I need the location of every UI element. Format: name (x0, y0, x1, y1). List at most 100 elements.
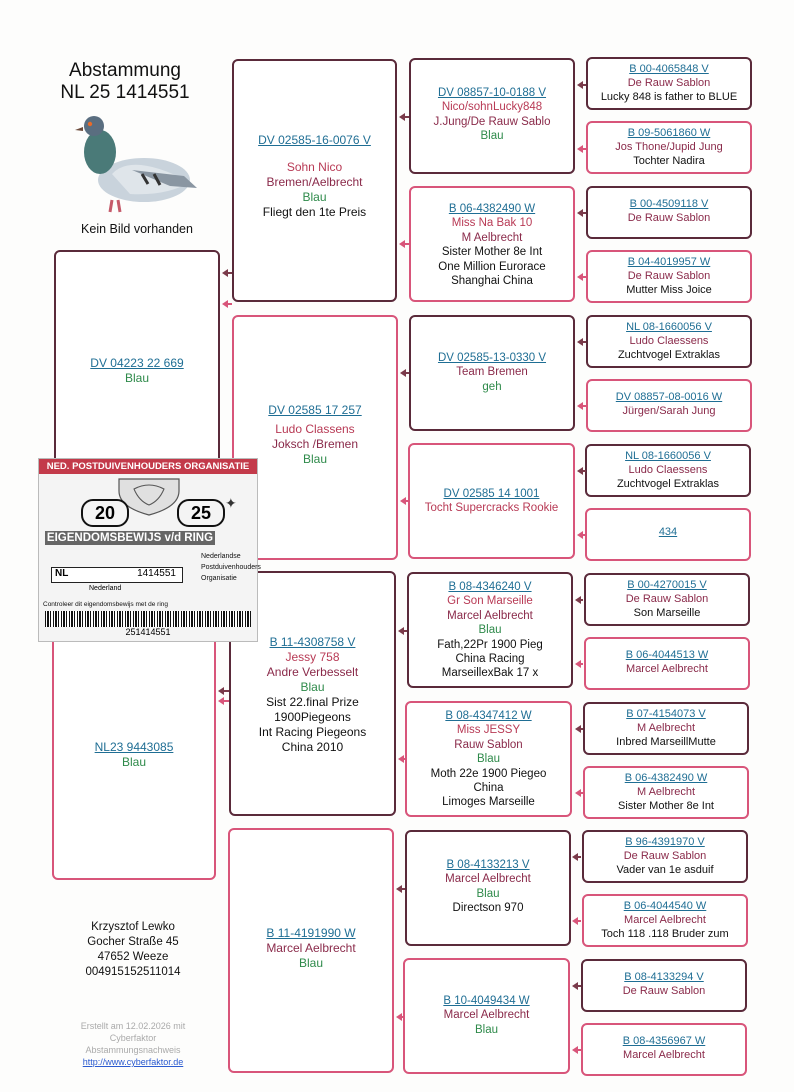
gen4-ring[interactable]: B 00-4065848 V (629, 63, 709, 75)
gen4-ring[interactable]: 434 (658, 526, 678, 538)
gen4-name: Ludo Claessens (628, 463, 708, 476)
sire-ring[interactable]: DV 04223 22 669 (90, 356, 184, 370)
owner-phone: 004915152511014 (85, 966, 181, 978)
gen4-ring[interactable]: B 00-4509118 V (629, 198, 709, 210)
gen3-ring[interactable]: B 08-4346240 V (448, 581, 532, 593)
gen4-ring[interactable]: NL 08-1660056 V (625, 450, 711, 462)
gen2-color: Blau (302, 452, 328, 466)
connector-line (581, 663, 583, 665)
connector-line (583, 148, 586, 150)
gen2-name: Jessy 758 (285, 650, 340, 664)
pedigree-title: Abstammung NL 25 1414551 (50, 60, 200, 104)
gen3-name: Marcel Aelbrecht (445, 873, 531, 886)
card-barcode-number: 251414551 (125, 627, 171, 637)
gen3-ring[interactable]: DV 02585-13-0330 V (437, 352, 547, 364)
connector-line (228, 303, 232, 305)
gen4-name: Marcel Aelbrecht (623, 1048, 705, 1061)
gen4-ring[interactable]: B 06-4044513 W (625, 649, 709, 661)
gen2-note: Sist 22.final Prize (266, 695, 359, 709)
gen3-name: Team Bremen (456, 366, 528, 379)
card-side-3: Organisatie (201, 575, 237, 582)
connector-arrow (572, 982, 578, 990)
gen4-name: De Rauw Sablon (627, 211, 711, 224)
gen3-ring[interactable]: B 06-4382490 W (448, 203, 536, 215)
gen4-box-15: B 08-4133294 V De Rauw Sablon (581, 959, 747, 1012)
connector-arrow (222, 300, 228, 308)
gen4-ring[interactable]: B 09-5061860 W (627, 127, 711, 139)
gen4-ring[interactable]: NL 08-1660056 V (626, 321, 712, 333)
connector-arrow (399, 240, 405, 248)
card-control: Controleer dit eigendomsbewijs met de ri… (43, 601, 169, 608)
gen4-note: Toch 118 .118 Bruder zum (601, 927, 729, 940)
gen4-box-5: NL 08-1660056 V Ludo Claessens Zuchtvoge… (586, 315, 752, 368)
gen3-color: Blau (474, 1023, 499, 1036)
dam-color: Blau (121, 755, 147, 769)
gen3-name: Tocht Supercracks Rookie (424, 502, 559, 515)
gen4-ring[interactable]: DV 08857-08-0016 W (615, 391, 723, 403)
gen3-color: geh (482, 380, 502, 393)
gen4-ring[interactable]: B 08-4356967 W (622, 1035, 706, 1047)
gen3-box-4: DV 02585 14 1001 Tocht Supercracks Rooki… (408, 443, 575, 559)
gen4-ring[interactable]: B 04-4019957 W (627, 256, 711, 268)
gen4-ring[interactable]: B 06-4382490 W (624, 772, 708, 784)
footer-credit: Erstellt am 12.02.2026 mit Cyberfaktor A… (58, 1020, 208, 1068)
connector-arrow (577, 338, 583, 346)
gen2-color: Blau (300, 680, 325, 694)
no-image-label: Kein Bild vorhanden (81, 222, 193, 236)
gen2-breeder: Joksch /Bremen (271, 437, 359, 451)
connector-line (404, 758, 407, 760)
gen4-ring[interactable]: B 00-4270015 V (627, 579, 707, 591)
connector-arrow (400, 497, 406, 505)
connector-line (578, 985, 581, 987)
card-side-labels: Nederlandse Postduivenhouders Organisati… (201, 551, 261, 584)
footer-link[interactable]: http://www.cyberfaktor.de (82, 1057, 184, 1067)
gen4-note: Vader van 1e asduif (616, 863, 714, 876)
gen4-box-8: 434 (585, 508, 751, 561)
card-country: NL (55, 568, 69, 579)
connector-line (583, 534, 586, 536)
gen4-box-10: B 06-4044513 W Marcel Aelbrecht (584, 637, 750, 690)
gen4-ring[interactable]: B 07-4154073 V (626, 708, 706, 720)
gen4-ring[interactable]: B 96-4391970 V (625, 836, 705, 848)
gen3-box-6: B 08-4347412 W Miss JESSY Rauw Sablon Bl… (405, 701, 572, 817)
connector-arrow (575, 789, 581, 797)
gen4-name: Ludo Claessens (629, 334, 709, 347)
connector-arrow (577, 145, 583, 153)
gen2-ring[interactable]: B 11-4191990 W (266, 926, 356, 940)
card-ring-field: NL 1414551 (51, 567, 183, 583)
gen3-ring[interactable]: B 08-4347412 W (445, 710, 532, 722)
gen2-ring[interactable]: DV 02585-16-0076 V (258, 133, 371, 147)
gen3-ring[interactable]: DV 02585 14 1001 (443, 488, 540, 500)
gen2-note: Int Racing Piegeons (258, 725, 367, 739)
gen2-note: China 2010 (281, 740, 344, 754)
gen4-ring[interactable]: B 06-4044540 W (623, 900, 707, 912)
gen3-ring[interactable]: B 10-4049434 W (443, 995, 530, 1007)
gen2-ring[interactable]: DV 02585 17 257 (268, 403, 362, 417)
connector-arrow (577, 273, 583, 281)
connector-arrow (575, 596, 581, 604)
gen3-name: Marcel Aelbrecht (443, 1009, 530, 1022)
gen4-name: Marcel Aelbrecht (626, 662, 708, 675)
gen3-name: Gr Son Marseille (447, 595, 533, 608)
gen3-breeder: M Aelbrecht (461, 231, 523, 244)
card-org: NED. POSTDUIVENHOUDERS ORGANISATIE (39, 459, 257, 474)
gen3-ring[interactable]: DV 08857-10-0188 V (437, 87, 547, 99)
dam-ring[interactable]: NL23 9443085 (94, 740, 174, 754)
gen4-name: De Rauw Sablon (623, 849, 707, 862)
gen4-box-14: B 06-4044540 W Marcel Aelbrecht Toch 118… (582, 894, 748, 947)
gen3-box-1: DV 08857-10-0188 V Nico/sohnLucky848 J.J… (409, 58, 575, 174)
gen4-ring[interactable]: B 08-4133294 V (624, 971, 704, 983)
card-year-right: 25 (177, 499, 225, 527)
connector-arrow (577, 467, 583, 475)
main-ring: NL 25 1414551 (60, 82, 190, 103)
gen3-ring[interactable]: B 08-4133213 V (446, 859, 530, 871)
gen3-name: Nico/sohnLucky848 (441, 101, 543, 114)
owner-address: Krzysztof Lewko Gocher Straße 45 47652 W… (68, 920, 198, 980)
gen2-name: Marcel Aelbrecht (266, 941, 356, 955)
gen4-name: M Aelbrecht (636, 785, 696, 798)
gen3-note: Fath,22Pr 1900 Pieg (437, 638, 543, 651)
gen4-box-12: B 06-4382490 W M Aelbrecht Sister Mother… (583, 766, 749, 819)
gen2-ring[interactable]: B 11-4308758 V (269, 635, 356, 649)
connector-line (402, 888, 405, 890)
connector-arrow (572, 1046, 578, 1054)
